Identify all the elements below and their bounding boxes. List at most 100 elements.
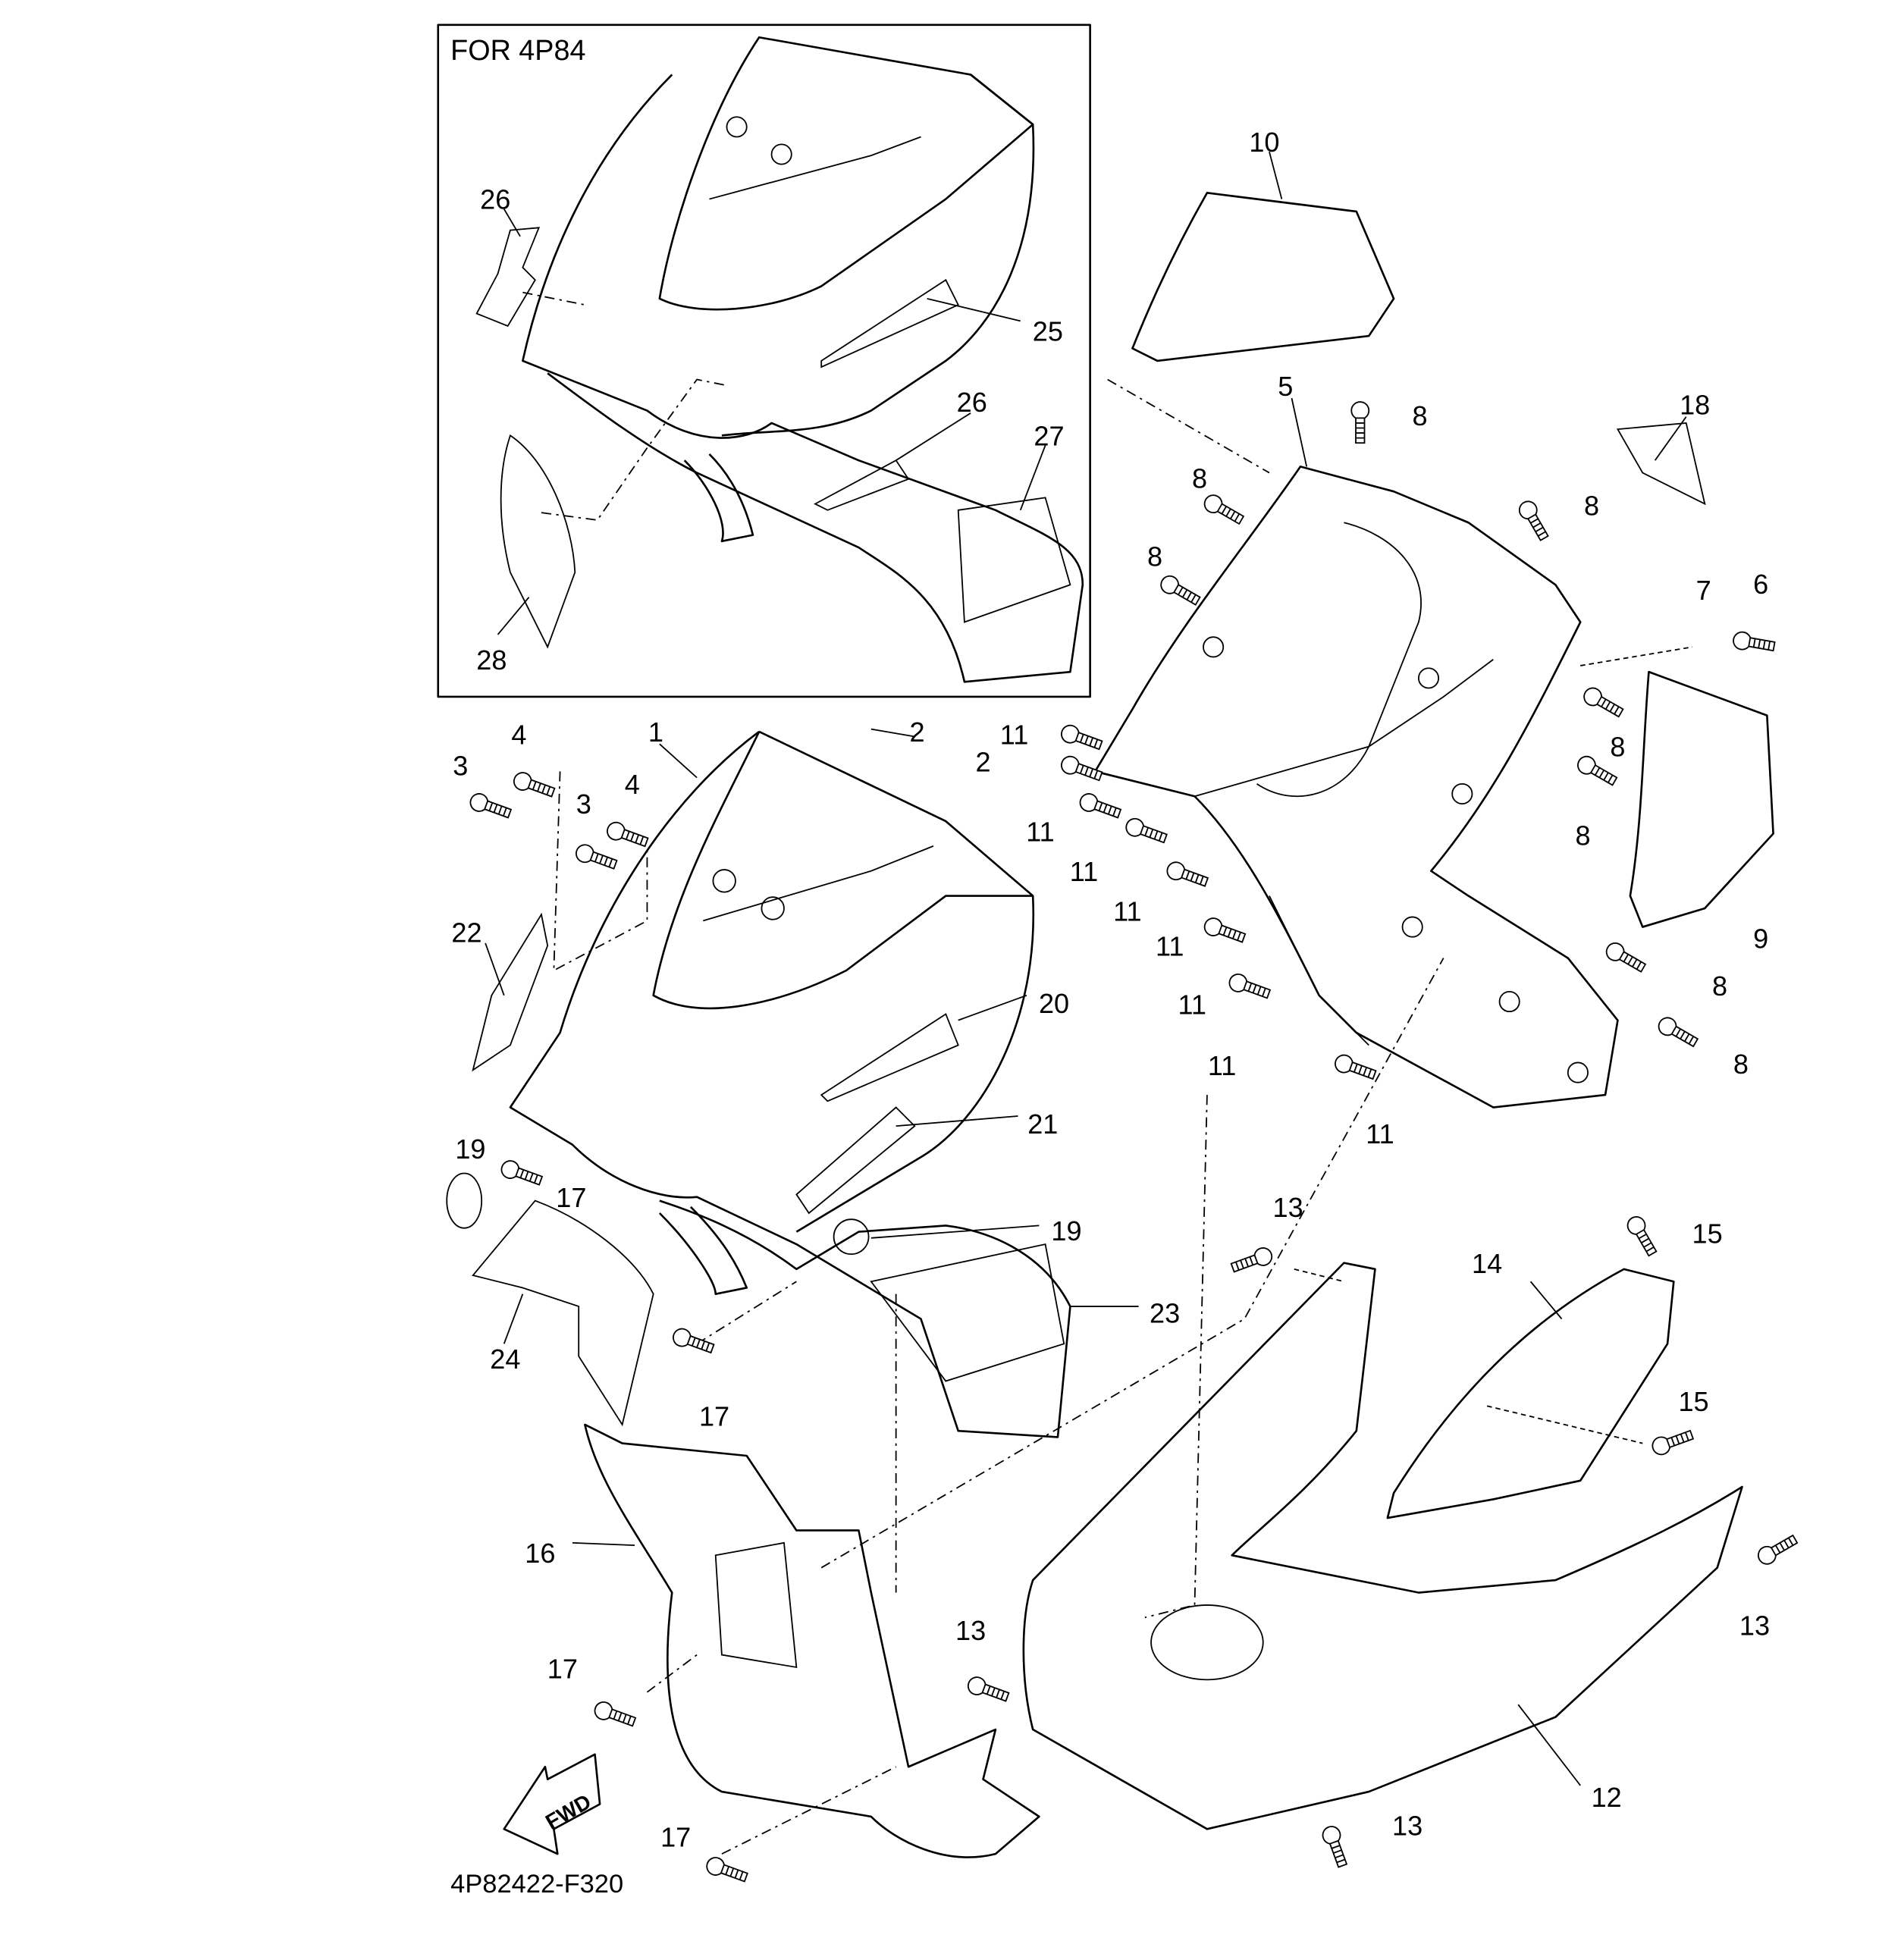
callout-26: 26 <box>480 184 510 215</box>
decal-18 <box>1616 422 1706 506</box>
callout-9: 9 <box>1753 923 1768 954</box>
callout-24: 24 <box>490 1344 520 1375</box>
inset-decal-26 <box>475 227 541 328</box>
leader-lines <box>485 151 1687 1786</box>
screw-icon <box>607 821 649 848</box>
callout-16: 16 <box>525 1538 555 1569</box>
screw-icon <box>513 772 556 798</box>
callout-11: 11 <box>1156 930 1184 961</box>
callout-13: 13 <box>1392 1811 1423 1842</box>
diagram-code: 4P82422-F320 <box>450 1870 623 1899</box>
callout-8: 8 <box>1733 1049 1749 1080</box>
inset-decal-28 <box>500 434 576 649</box>
callout-11: 11 <box>1208 1050 1236 1081</box>
screw-icon <box>1626 1216 1658 1257</box>
callout-25: 25 <box>1033 316 1063 347</box>
screw-icon <box>1757 1534 1799 1565</box>
callout-8: 8 <box>1192 463 1207 494</box>
screw-icon <box>1203 494 1245 525</box>
screw-icons <box>469 401 1799 1883</box>
callout-5: 5 <box>1278 371 1293 402</box>
screw-icon <box>1658 1017 1699 1048</box>
callout-15: 15 <box>1678 1386 1708 1417</box>
lower-cover-16 <box>584 1423 1040 1858</box>
callout-23: 23 <box>1150 1297 1180 1328</box>
callout-14: 14 <box>1472 1248 1502 1279</box>
inset-frame <box>437 24 1091 698</box>
screw-icon <box>1061 724 1103 751</box>
cover-14 <box>1386 1268 1675 1519</box>
screw-icon <box>500 1160 544 1186</box>
callout-11: 11 <box>1026 816 1054 847</box>
screw-icon <box>673 1328 715 1354</box>
callout-11: 11 <box>1000 719 1028 750</box>
callout-8: 8 <box>1147 541 1162 572</box>
callout-13: 13 <box>1739 1610 1770 1641</box>
front-cover-1 <box>509 730 1071 1438</box>
decal-22 <box>472 912 549 1072</box>
screw-icon <box>706 1857 748 1883</box>
callout-11: 11 <box>1366 1118 1394 1149</box>
callout-19: 19 <box>455 1134 485 1165</box>
callout-28: 28 <box>476 644 507 676</box>
callout-17: 17 <box>699 1401 729 1432</box>
inset-title: FOR 4P84 <box>450 34 585 66</box>
callout-11: 11 <box>1070 856 1098 887</box>
assembly-lines <box>553 378 1693 1855</box>
inset-front-cover <box>522 36 1084 683</box>
callout-21: 21 <box>1027 1108 1058 1140</box>
screw-icon <box>1228 974 1272 999</box>
callout-17: 17 <box>547 1654 578 1685</box>
decal-24 <box>472 1199 654 1427</box>
callout-17: 17 <box>556 1182 586 1213</box>
emblem-19 <box>446 1172 483 1229</box>
callout-8: 8 <box>1412 400 1427 431</box>
screw-icon <box>1079 793 1122 819</box>
callout-12: 12 <box>1592 1782 1622 1813</box>
screw-icon <box>1230 1247 1273 1273</box>
screw-icon <box>1061 755 1103 782</box>
callout-8: 8 <box>1712 970 1727 1002</box>
callout-17: 17 <box>660 1821 691 1852</box>
screw-icon <box>1350 401 1370 444</box>
callout-10: 10 <box>1249 127 1279 158</box>
screw-icon <box>1651 1429 1695 1456</box>
cover-10 <box>1131 192 1395 362</box>
callout-27: 27 <box>1034 420 1064 451</box>
screw-icon <box>594 1701 637 1727</box>
callout-3: 3 <box>576 789 591 820</box>
screw-icon <box>1577 755 1618 786</box>
screw-icon <box>1733 631 1776 652</box>
callout-4: 4 <box>625 769 640 800</box>
screw-icon <box>1160 575 1201 606</box>
callout-18: 18 <box>1680 389 1710 420</box>
screw-icon <box>1335 1054 1377 1080</box>
callout-3: 3 <box>453 750 468 781</box>
callout-4: 4 <box>511 719 526 750</box>
callout-8: 8 <box>1610 732 1625 763</box>
callout-1: 1 <box>648 717 663 748</box>
callout-7: 7 <box>1696 575 1711 606</box>
screw-icon <box>469 793 513 819</box>
callout-2: 2 <box>975 746 990 777</box>
callout-13: 13 <box>1272 1192 1303 1223</box>
screw-icon <box>1125 817 1168 844</box>
callout-11: 11 <box>1178 989 1206 1020</box>
screw-icon <box>1518 500 1549 541</box>
cover-9 <box>1629 670 1774 928</box>
callout-19: 19 <box>1051 1215 1081 1246</box>
lower-cover-12 <box>1022 1262 1743 1830</box>
screw-icon <box>1583 687 1624 718</box>
callout-26: 26 <box>957 387 987 418</box>
screw-icon <box>1322 1826 1348 1868</box>
callout-2: 2 <box>910 717 925 748</box>
callout-8: 8 <box>1575 820 1590 851</box>
screw-icon <box>576 844 618 870</box>
screw-icon <box>1203 917 1247 943</box>
screw-icon <box>1605 942 1647 973</box>
callout-22: 22 <box>451 917 481 948</box>
callout-6: 6 <box>1753 569 1768 600</box>
callout-8: 8 <box>1584 490 1599 521</box>
